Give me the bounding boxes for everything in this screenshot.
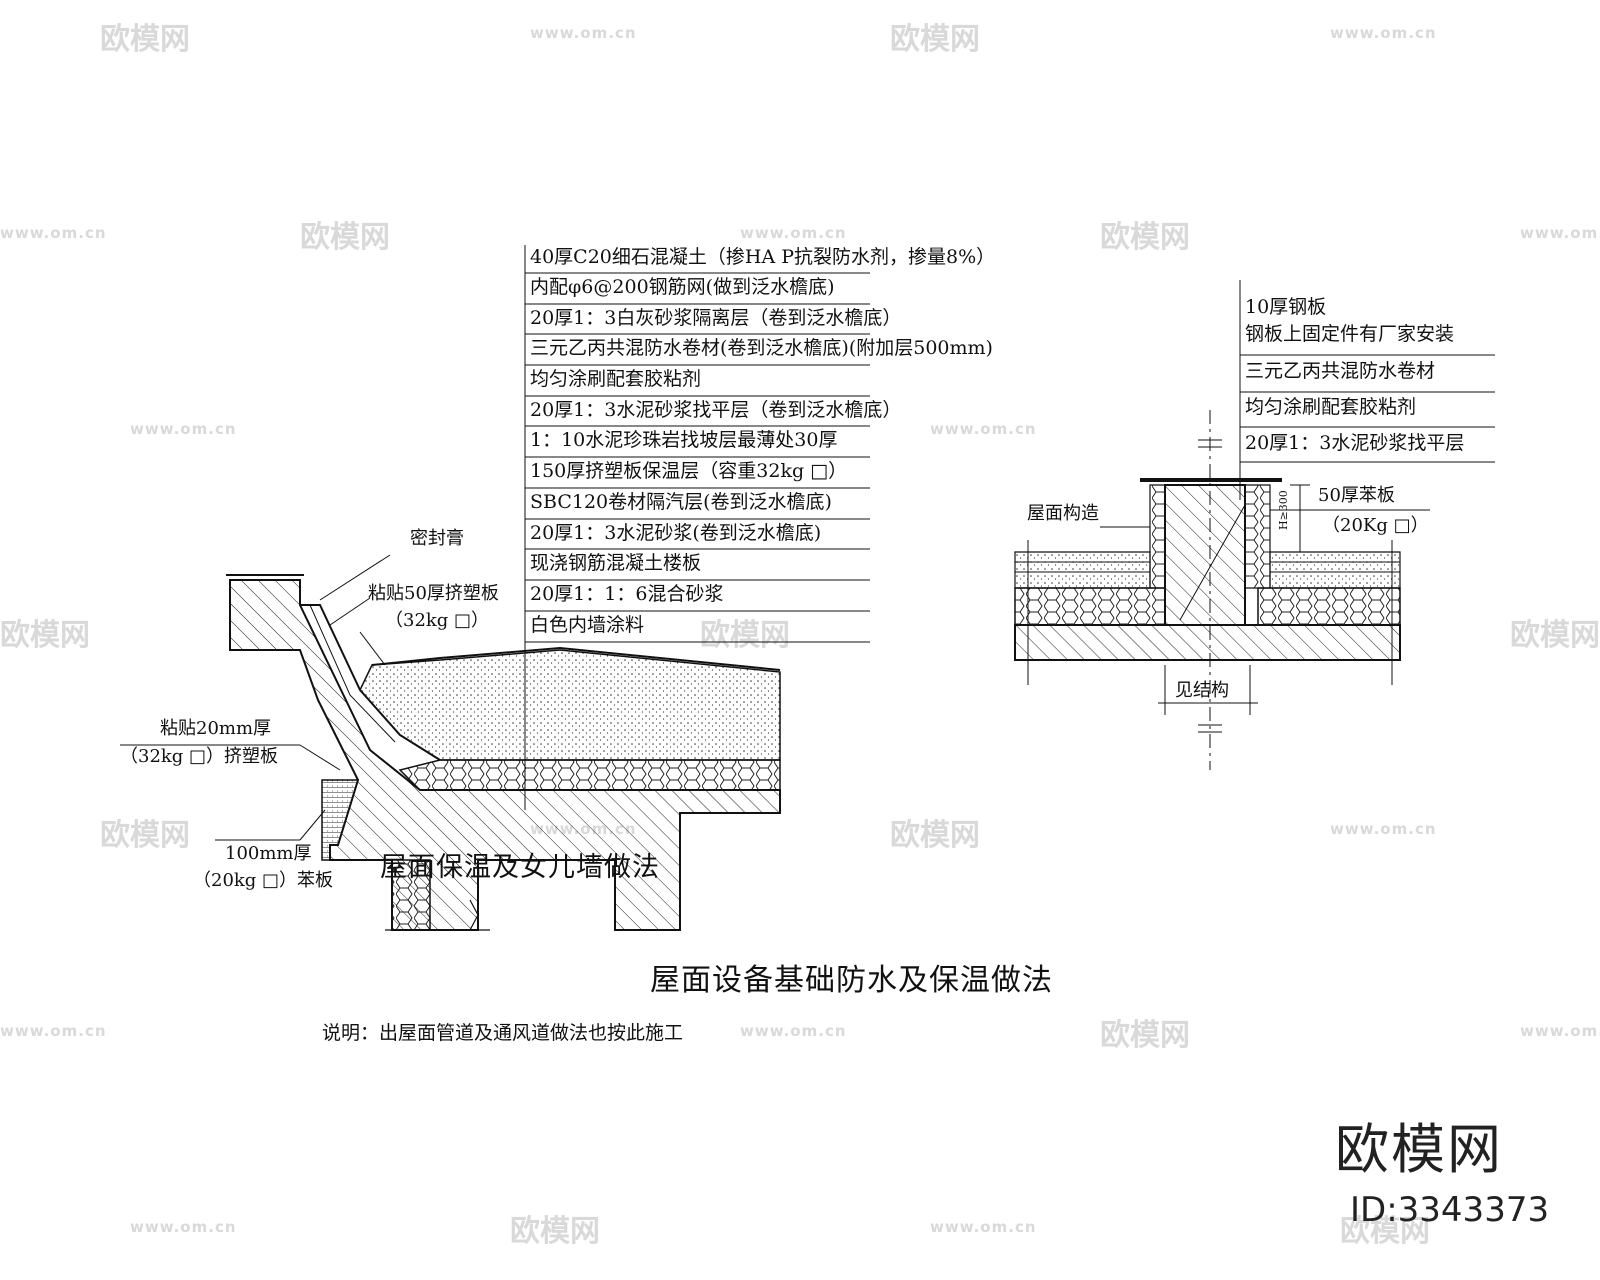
note-eps50: 50厚苯板	[1318, 485, 1395, 506]
note-height-dim: H≥300	[1277, 490, 1290, 530]
parapet-detail-title: 屋面保温及女儿墙做法	[380, 852, 660, 883]
note-eps100: 100mm厚	[225, 843, 312, 864]
layer-label: 均匀涂刷配套胶粘剂	[1245, 396, 1417, 418]
note-xps50: 粘贴50厚挤塑板	[368, 583, 499, 604]
note-roof-construction: 屋面构造	[1027, 503, 1099, 524]
note-xps50-density: （32kg □）	[385, 610, 490, 631]
layer-label: 10厚钢板	[1245, 296, 1327, 318]
parapet-detail	[120, 245, 870, 931]
note-xps20-density: （32kg □）挤塑板	[120, 746, 279, 767]
layer-label: SBC120卷材隔汽层(卷到泛水檐底)	[530, 491, 832, 513]
equipment-base-detail	[1014, 280, 1495, 770]
note-sealant: 密封膏	[410, 528, 464, 549]
equipment-detail-title: 屋面设备基础防水及保温做法	[650, 963, 1053, 998]
layer-label: 均匀涂刷配套胶粘剂	[530, 368, 702, 390]
layer-label: 20厚1：1：6混合砂浆	[530, 583, 724, 605]
layer-label: 三元乙丙共混防水卷材(卷到泛水檐底)(附加层500mm)	[530, 337, 993, 359]
brand-id: ID:3343373	[1350, 1190, 1550, 1230]
layer-label: 现浇钢筋混凝土楼板	[530, 552, 702, 574]
layer-label: 三元乙丙共混防水卷材	[1245, 360, 1436, 382]
layer-label: 白色内墙涂料	[530, 614, 645, 636]
note-eps50-density: （20Kg □）	[1322, 515, 1429, 536]
layer-label: 钢板上固定件有厂家安装	[1245, 323, 1455, 345]
layer-label: 20厚1：3水泥砂浆找平层	[1245, 432, 1465, 454]
layer-label: 内配φ6@200钢筋网(做到泛水檐底)	[530, 276, 835, 298]
note-eps100-density: （20kg □）苯板	[193, 870, 334, 891]
layer-label: 20厚1：3白灰砂浆隔离层（卷到泛水檐底）	[530, 307, 902, 329]
layer-label: 20厚1：3水泥砂浆找平层（卷到泛水檐底）	[530, 399, 902, 421]
layer-label: 20厚1：3水泥砂浆(卷到泛水檐底)	[530, 522, 822, 544]
layer-label: 40厚C20细石混凝土（掺HA P抗裂防水剂，掺量8%）	[530, 246, 996, 268]
remark: 说明：出屋面管道及通风道做法也按此施工	[322, 1022, 684, 1044]
layer-label: 150厚挤塑板保温层（容重32kg □）	[530, 460, 848, 482]
brand-logo: 欧模网	[1335, 1118, 1503, 1181]
layer-label: 1：10水泥珍珠岩找坡层最薄处30厚	[530, 429, 838, 451]
note-xps20: 粘贴20mm厚	[160, 718, 272, 739]
note-see-structure: 见结构	[1175, 680, 1229, 701]
